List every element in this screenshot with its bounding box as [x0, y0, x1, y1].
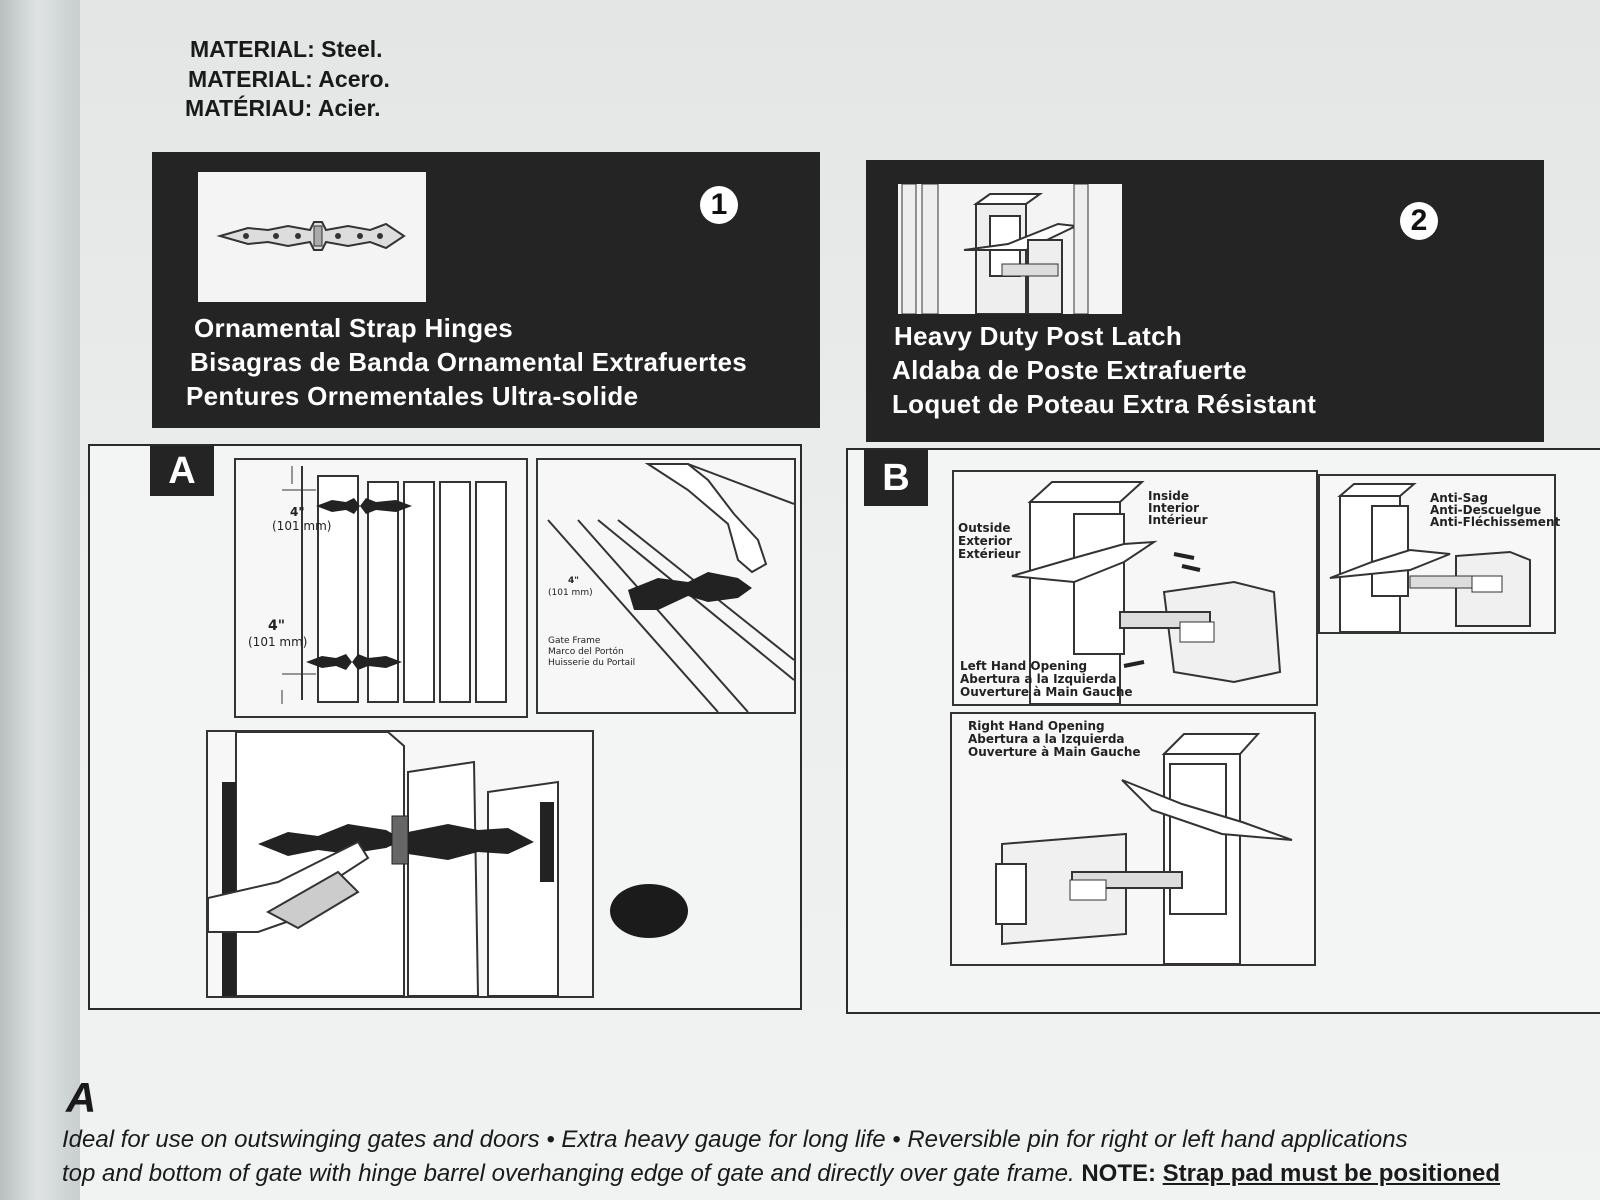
outside-label-en: Outside [958, 521, 1011, 535]
panel-b: B Outside Exterior Extérieur Inside Inte… [846, 448, 1600, 1014]
left-hand-label-fr: Ouverture à Main Gauche [960, 685, 1133, 699]
product-2-header: 2 Heavy Duty Post Latch Aldaba de Poste … [866, 160, 1544, 442]
gate-frame-figure: 4" (101 mm) Gate Frame Marco del Portón … [536, 458, 796, 714]
fastening-drawing [208, 732, 559, 996]
product-2-title-fr: Loquet de Poteau Extra Résistant [892, 389, 1317, 419]
description-line-1: Ideal for use on outswinging gates and d… [62, 1126, 1408, 1153]
fastening-figure [206, 730, 594, 998]
right-hand-opening-figure: Right Hand Opening Abertura a la Izquier… [950, 712, 1316, 966]
step-2-badge: 2 [1400, 202, 1438, 240]
dim-top-label: 4" [290, 505, 305, 519]
left-hand-latch-drawing [1011, 481, 1282, 704]
inside-label-en: Inside [1148, 489, 1189, 503]
gate-frame-label-en: Gate Frame [548, 636, 601, 646]
post-latch-icon [901, 184, 1089, 314]
dim-bottom-mm-label: (101 mm) [248, 635, 308, 649]
strap-hinge-thumbnail [198, 172, 426, 302]
gate-frame-label-es: Marco del Portón [548, 647, 624, 657]
product-2-title-en: Heavy Duty Post Latch [894, 321, 1183, 351]
inside-label-es: Interior [1148, 501, 1200, 515]
outside-label-es: Exterior [958, 534, 1013, 548]
description-heading: A [66, 1074, 97, 1121]
step-1-badge: 1 [700, 186, 738, 224]
panel-b-tag: B [864, 450, 928, 506]
right-hand-latch-drawing [995, 733, 1293, 964]
dim-frame-label: 4" [568, 576, 579, 586]
punch-hole [610, 884, 688, 938]
inside-label-fr: Intérieur [1148, 513, 1208, 527]
panel-a-tag: A [150, 446, 214, 496]
anti-sag-drawing [1329, 483, 1531, 632]
product-1-title-es: Bisagras de Banda Ornamental Extrafuerte… [190, 347, 748, 377]
gate-elevation-figure: 4" (101 mm) 4" (101 mm) [234, 458, 528, 718]
product-1-title-fr: Pentures Ornementales Ultra-solide [186, 381, 639, 411]
note-label: NOTE: [1081, 1160, 1156, 1187]
description-line-2: top and bottom of gate with hinge barrel… [62, 1160, 1500, 1188]
post-latch-thumbnail [898, 184, 1122, 314]
gate-frame-label-fr: Huisserie du Portail [548, 658, 636, 668]
right-hand-label-en: Right Hand Opening [968, 719, 1105, 733]
right-hand-label-fr: Ouverture à Main Gauche [968, 745, 1141, 759]
panel-a: A 4" (101 mm) 4" (101 mm) [88, 444, 802, 1010]
description-line-2-text: top and bottom of gate with hinge barrel… [62, 1160, 1075, 1187]
left-hand-label-es: Abertura a la Izquierda [960, 672, 1117, 686]
product-1-title-en: Ornamental Strap Hinges [194, 313, 513, 343]
package-edge [0, 0, 95, 1200]
anti-sag-figure: Anti-Sag Anti-Descuelgue Anti-Fléchissem… [1318, 474, 1560, 634]
anti-sag-label-es: Anti-Descuelgue [1430, 503, 1542, 517]
strap-hinge-icon [216, 221, 406, 251]
material-fr: MATÉRIAU: Acier. [185, 95, 381, 121]
gate-frame-drawing [547, 463, 794, 712]
material-es: MATERIAL: Acero. [188, 66, 390, 92]
dim-bottom-label: 4" [268, 618, 286, 634]
dim-top-mm-label: (101 mm) [272, 519, 332, 533]
gate-elevation-drawing [281, 466, 507, 704]
product-1-header: 1 Ornamental Strap Hinges Bisagras de Ba… [152, 152, 820, 428]
left-hand-opening-figure: Outside Exterior Extérieur Inside Interi… [952, 470, 1318, 706]
outside-label-fr: Extérieur [958, 547, 1021, 561]
dim-frame-mm-label: (101 mm) [548, 588, 593, 598]
anti-sag-label-en: Anti-Sag [1430, 491, 1488, 505]
material-en: MATERIAL: Steel. [190, 36, 383, 62]
left-hand-label-en: Left Hand Opening [960, 659, 1088, 673]
anti-sag-label-fr: Anti-Fléchissement [1430, 515, 1561, 529]
note-text: Strap pad must be positioned [1162, 1160, 1501, 1187]
product-2-title-es: Aldaba de Poste Extrafuerte [892, 355, 1247, 385]
right-hand-label-es: Abertura a la Izquierda [968, 732, 1125, 746]
